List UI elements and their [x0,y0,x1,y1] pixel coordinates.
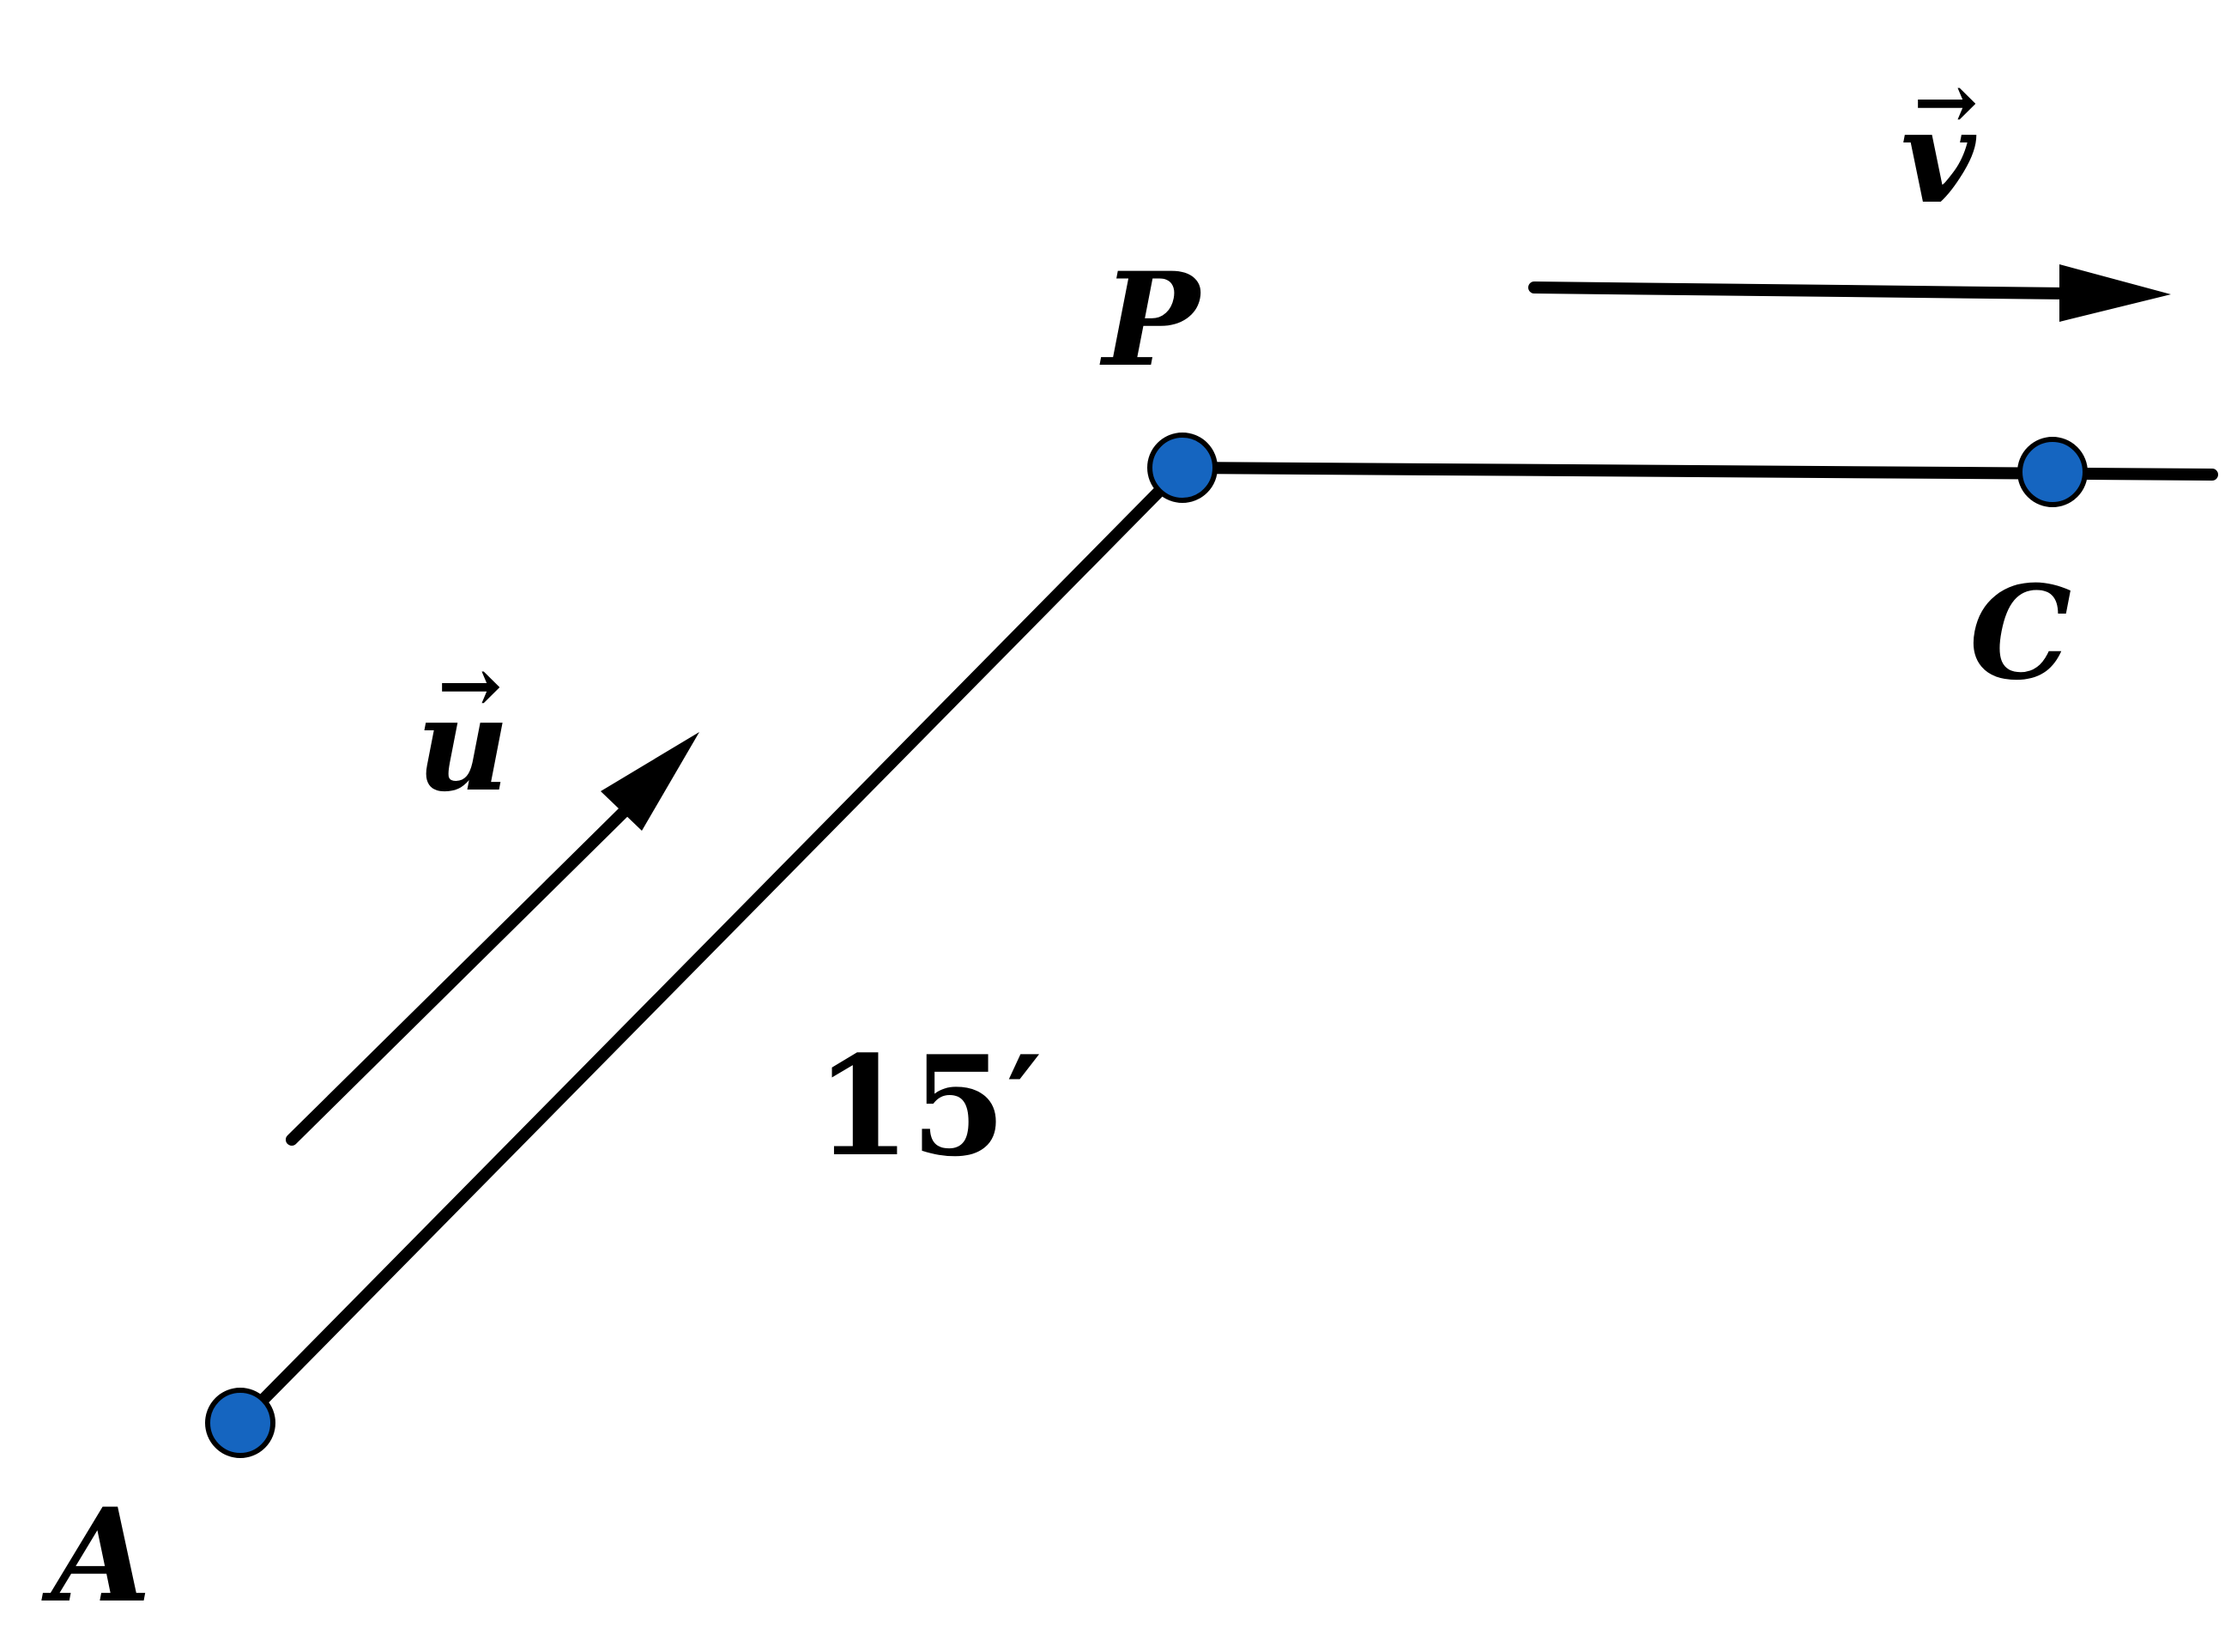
segment-ap-length-label: 15′ [815,1026,1043,1187]
vector-u-arrow [286,732,699,1146]
point-c-label: C [1969,558,2071,709]
vector-v-accent: → [1914,57,1978,148]
point-a-label: A [41,1480,151,1631]
point-c [2017,437,2088,507]
vector-u-accent: → [438,640,502,731]
point-a [205,1388,275,1458]
point-p [1147,433,1218,503]
vector-v-arrow [1528,264,2171,322]
vector-u-letter: u [416,669,510,820]
vector-u-label: → u [416,640,510,820]
segment-ap [234,462,1188,1429]
vector-v-label: → v [1901,57,1978,233]
point-p-label: P [1099,245,1203,396]
vector-v-letter: v [1901,82,1977,233]
